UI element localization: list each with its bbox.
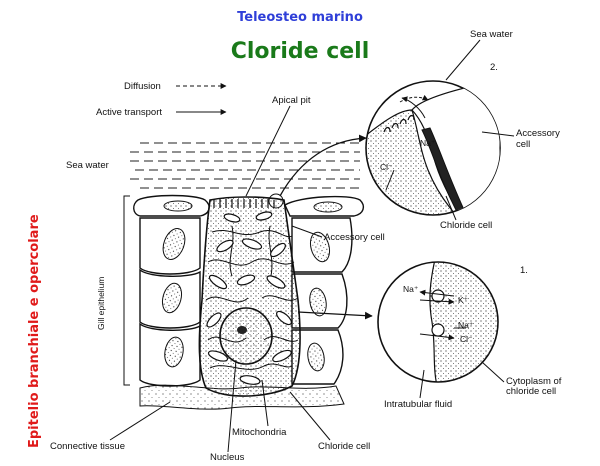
- inset2-sea-water-label: Sea water: [470, 29, 513, 40]
- inset-2: Na⁺ Cl⁻: [365, 80, 501, 216]
- inset2-chloride-cell-leader: [445, 195, 457, 221]
- inset1-number: 1.: [520, 265, 528, 276]
- inset1-intratubular-leader: [419, 369, 425, 399]
- sea-water-label: Sea water: [66, 160, 109, 171]
- inset2-na-label: Na⁺: [420, 138, 436, 148]
- left-cell-nuclei: [161, 200, 193, 368]
- inset1-k-label: K⁺: [458, 295, 469, 305]
- connective-tissue-label: Connective tissue: [50, 441, 125, 452]
- inset2-connector: [279, 134, 367, 197]
- inset2-number: 2.: [490, 62, 498, 73]
- inset2-cl-arrow: [385, 169, 395, 191]
- legend-active-transport-label: Active transport: [96, 107, 162, 118]
- inset1-cytoplasm-line2: chloride cell: [506, 386, 556, 397]
- inset2-cl-label: Cl⁻: [380, 162, 393, 172]
- mitochondria-label: Mitochondria: [232, 427, 287, 438]
- right-cell-nuclei: [307, 201, 343, 372]
- inset1-pump-1: [431, 289, 445, 303]
- chloride-cell-label: Chloride cell: [318, 441, 370, 452]
- subtitle: Teleosteo marino: [237, 10, 363, 25]
- inset1-na-left-label: Na⁺: [403, 284, 419, 294]
- nucleolus: [237, 326, 247, 334]
- chloride-cell-leader: [289, 391, 331, 441]
- side-title: Epitelio branchiale e opercolare: [27, 214, 42, 448]
- gill-epithelium-label: Gill epithelium: [96, 277, 106, 330]
- inset1-cytoplasm-leader: [481, 361, 505, 383]
- inset1-pump-2: [431, 323, 445, 337]
- gill-epithelium-bracket: [123, 195, 130, 386]
- inset1-na-right-label: Na⁺: [458, 320, 474, 330]
- inset2-chloride-cell-label: Chloride cell: [440, 220, 492, 231]
- mitochondria-leader: [261, 379, 269, 427]
- mitochondria: [206, 211, 292, 385]
- apical-pit-leader: [245, 105, 291, 197]
- legend-diffusion-label: Diffusion: [124, 81, 161, 92]
- inset2-accessory-line1: Accessory: [516, 128, 560, 139]
- connective-tissue-leader: [109, 401, 171, 441]
- apical-pit-microvilli: [213, 199, 275, 208]
- nucleus-leader: [227, 359, 237, 453]
- accessory-cell-leader: [291, 225, 323, 238]
- nucleus-label: Nucleus: [210, 452, 245, 463]
- accessory-cell-label: Accessory cell: [324, 232, 385, 243]
- inset1-connector: [297, 311, 373, 320]
- inset1-cytoplasm-line1: Cytoplasm of: [506, 376, 562, 387]
- inset2-accessory-leader: [481, 131, 515, 137]
- inset2-accessory-line2: cell: [516, 139, 530, 150]
- apical-pit-label: Apical pit: [272, 95, 311, 106]
- inset2-sea-water-leader: [445, 39, 481, 81]
- inset1-intratubular-label: Intratubular fluid: [384, 399, 452, 410]
- sea-water-dashes: [130, 142, 360, 189]
- diagram-title: Cloride cell: [231, 39, 370, 64]
- nucleus: [219, 307, 273, 365]
- magnified-region-marker: [268, 193, 284, 209]
- inset1-cl-label: Cl⁻: [460, 334, 473, 344]
